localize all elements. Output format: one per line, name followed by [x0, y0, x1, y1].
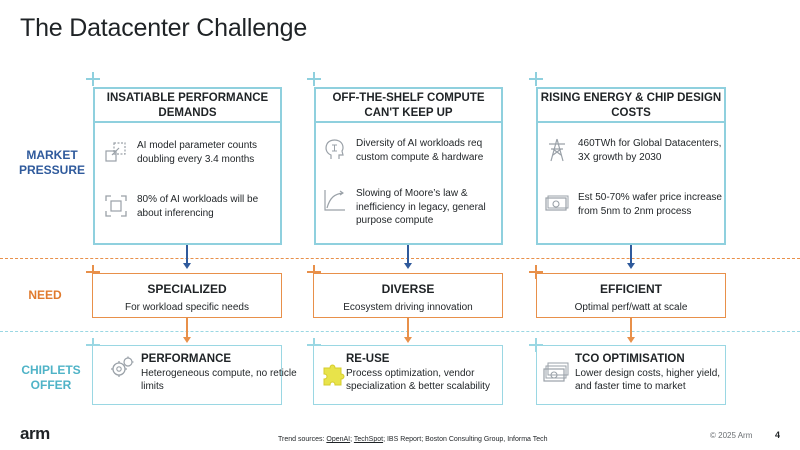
offer-card-performance: PERFORMANCE Heterogeneous compute, no re…: [92, 345, 297, 405]
divider-orange: [0, 258, 800, 259]
offer-subtitle: Process optimization, vendor specializat…: [346, 368, 490, 392]
sources-sep: ;: [350, 436, 354, 443]
market-item: 80% of AI workloads will be about infere…: [103, 193, 278, 220]
market-card-performance: INSATIABLE PERFORMANCE DEMANDS AI model …: [93, 87, 282, 245]
offer-title: PERFORMANCE: [141, 353, 232, 365]
market-item: Est 50-70% wafer price increase from 5nm…: [544, 191, 724, 218]
growth-curve-icon: [324, 190, 345, 211]
money-icon: [545, 195, 569, 211]
arrow-line: [630, 245, 632, 265]
scale-up-icon: [105, 142, 126, 162]
sources-rest: ; IBS Report; Boston Consulting Group, I…: [383, 436, 548, 443]
puzzle-icon: [323, 364, 345, 386]
market-item-text: 80% of AI workloads will be about infere…: [137, 194, 259, 219]
market-item: AI model parameter counts doubling every…: [103, 139, 278, 166]
arrow-down-icon: [404, 263, 412, 269]
market-item: Slowing of Moore’s law & inefficiency in…: [322, 187, 500, 228]
plus-mark-icon: [86, 72, 100, 86]
arrow-down-icon: [404, 337, 412, 343]
arm-logo: arm: [20, 424, 50, 443]
offer-title: TCO OPTIMISATION: [575, 353, 685, 365]
need-subtitle: Optimal perf/watt at scale: [574, 302, 688, 313]
need-card-diverse: DIVERSE Ecosystem driving innovation: [313, 273, 503, 318]
need-subtitle: Ecosystem driving innovation: [343, 302, 473, 313]
plus-mark-icon: [529, 265, 543, 279]
offer-subtitle: Lower design costs, higher yield, and fa…: [575, 368, 721, 392]
gears-icon: [111, 356, 134, 377]
arrow-down-icon: [183, 337, 191, 343]
offer-title: RE-USE: [346, 353, 390, 365]
need-card-efficient: EFFICIENT Optimal perf/watt at scale: [536, 273, 726, 318]
market-item-text: 460TWh for Global Datacenters, 3X growth…: [578, 138, 722, 163]
plus-mark-icon: [307, 265, 321, 279]
need-title: EFFICIENT: [600, 282, 662, 296]
market-card-energy: RISING ENERGY & CHIP DESIGN COSTS 460TWh…: [536, 87, 726, 245]
need-title: DIVERSE: [381, 282, 435, 296]
market-item: 460TWh for Global Datacenters, 3X growth…: [544, 137, 724, 164]
offer-card-reuse: RE-USE Process optimization, vendor spec…: [313, 345, 503, 405]
row-label-chiplets-offer: CHIPLETS OFFER: [21, 363, 81, 392]
market-card-compute: OFF-THE-SHELF COMPUTE CAN'T KEEP UP Dive…: [314, 87, 503, 245]
market-card-title: INSATIABLE PERFORMANCE DEMANDS: [95, 89, 280, 123]
plus-mark-icon: [86, 265, 100, 279]
power-tower-icon: [549, 138, 565, 162]
offer-card-tco: TCO OPTIMISATION Lower design costs, hig…: [536, 345, 726, 405]
source-link-openai[interactable]: OpenAI: [326, 436, 351, 443]
need-title: SPECIALIZED: [147, 282, 227, 296]
trend-sources: Trend sources: OpenAI; TechSpot; IBS Rep…: [278, 436, 548, 443]
focus-frame-icon: [105, 195, 127, 217]
arrow-line: [630, 318, 632, 338]
market-item-text: Slowing of Moore’s law & inefficiency in…: [356, 188, 486, 226]
arrow-down-icon: [183, 263, 191, 269]
page-number: 4: [775, 430, 781, 440]
arrow-down-icon: [627, 263, 635, 269]
plus-mark-icon: [307, 72, 321, 86]
need-card-specialized: SPECIALIZED For workload specific needs: [92, 273, 282, 318]
market-item-text: Diversity of AI workloads req custom com…: [356, 138, 484, 163]
market-item: Diversity of AI workloads req custom com…: [322, 137, 500, 164]
arrow-line: [407, 318, 409, 338]
sources-prefix: Trend sources:: [278, 436, 327, 443]
divider-teal: [0, 331, 800, 332]
market-card-title: RISING ENERGY & CHIP DESIGN COSTS: [538, 89, 724, 123]
arrow-down-icon: [627, 337, 635, 343]
market-item-text: Est 50-70% wafer price increase from 5nm…: [578, 192, 722, 217]
market-item-text: AI model parameter counts doubling every…: [137, 140, 258, 165]
market-card-title: OFF-THE-SHELF COMPUTE CAN'T KEEP UP: [316, 89, 501, 123]
banknotes-icon: [543, 362, 569, 382]
brain-chip-icon: [325, 139, 344, 159]
plus-mark-icon: [529, 72, 543, 86]
arrow-line: [407, 245, 409, 265]
row-label-need: NEED: [28, 288, 62, 302]
arrow-line: [186, 318, 188, 338]
source-link-techspot[interactable]: TechSpot: [353, 436, 384, 443]
copyright: © 2025 Arm: [710, 431, 753, 440]
arrow-line: [186, 245, 188, 265]
offer-subtitle: Heterogeneous compute, no reticle limits: [141, 368, 297, 392]
page-title: The Datacenter Challenge: [20, 14, 308, 42]
need-subtitle: For workload specific needs: [125, 302, 249, 313]
row-label-market-pressure: MARKET PRESSURE: [18, 148, 86, 177]
